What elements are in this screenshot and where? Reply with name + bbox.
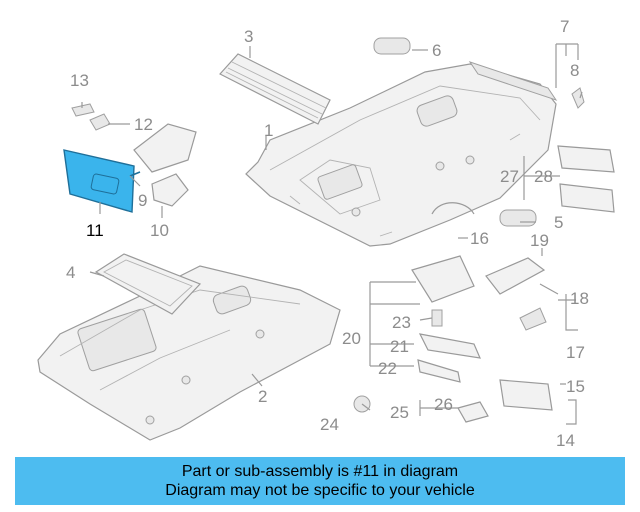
part-19-bracket bbox=[485, 257, 546, 295]
callout-16: 16 bbox=[470, 229, 489, 248]
parts-diagram: 1 2 3 4 5 6 7 8 9 10 11 12 13 14 15 16 1… bbox=[37, 17, 615, 450]
callout-2: 2 bbox=[258, 387, 267, 406]
callout-11: 11 bbox=[86, 221, 104, 240]
callout-4: 4 bbox=[66, 263, 75, 282]
callout-10: 10 bbox=[150, 221, 169, 240]
callout-22: 22 bbox=[378, 359, 397, 378]
banner-line-1: Part or sub-assembly is #11 in diagram bbox=[181, 463, 459, 480]
part-3-panel bbox=[219, 53, 331, 125]
callout-20: 20 bbox=[342, 329, 361, 348]
leader-lines bbox=[81, 43, 583, 425]
part-27-console bbox=[557, 145, 615, 173]
part-9-console bbox=[133, 123, 197, 173]
part-4-sunroof bbox=[94, 253, 202, 315]
sun-visor-part-11 bbox=[63, 149, 141, 213]
part-18-clip bbox=[519, 307, 547, 331]
callout-28: 28 bbox=[534, 167, 553, 186]
callout-17: 17 bbox=[566, 343, 585, 362]
callout-14: 14 bbox=[556, 431, 575, 450]
callout-21: 21 bbox=[390, 337, 409, 356]
callout-13: 13 bbox=[70, 71, 89, 90]
part-6-lamp bbox=[373, 37, 411, 55]
part-20-assembly bbox=[411, 255, 475, 303]
callout-5: 5 bbox=[554, 213, 563, 232]
headliner-upper bbox=[245, 63, 557, 247]
callout-19: 19 bbox=[530, 231, 549, 250]
callout-9: 9 bbox=[138, 191, 147, 210]
part-10-switch bbox=[151, 173, 189, 207]
headliner-lower bbox=[37, 265, 341, 441]
callout-24: 24 bbox=[320, 415, 339, 434]
callout-3: 3 bbox=[244, 27, 253, 46]
part-5-lens bbox=[499, 209, 537, 227]
part-7-strip bbox=[468, 61, 558, 101]
callout-15: 15 bbox=[566, 377, 585, 396]
callout-6: 6 bbox=[432, 41, 441, 60]
callout-labels: 1 2 3 4 5 6 7 8 9 10 11 12 13 14 15 16 1… bbox=[66, 17, 589, 450]
banner-line-2: Diagram may not be specific to your vehi… bbox=[165, 482, 475, 499]
part-22-panel bbox=[417, 359, 461, 383]
part-21-panel bbox=[418, 333, 481, 359]
info-banner: Part or sub-assembly is #11 in diagram D… bbox=[15, 457, 625, 505]
part-16-handle bbox=[431, 202, 475, 215]
part-26-lamp bbox=[457, 401, 489, 423]
callout-27: 27 bbox=[500, 167, 519, 186]
callout-8: 8 bbox=[570, 61, 579, 80]
callout-25: 25 bbox=[390, 403, 409, 422]
part-13-hook bbox=[71, 103, 95, 117]
part-8-clip bbox=[571, 87, 585, 109]
part-12-hook bbox=[89, 113, 111, 131]
callout-12: 12 bbox=[134, 115, 153, 134]
callout-1: 1 bbox=[264, 121, 273, 140]
part-15-handle bbox=[499, 379, 553, 411]
callout-7: 7 bbox=[560, 17, 569, 36]
callout-23: 23 bbox=[392, 313, 411, 332]
part-28-console bbox=[559, 183, 615, 213]
callout-18: 18 bbox=[570, 289, 589, 308]
callout-26: 26 bbox=[434, 395, 453, 414]
part-23-clip bbox=[431, 309, 443, 327]
